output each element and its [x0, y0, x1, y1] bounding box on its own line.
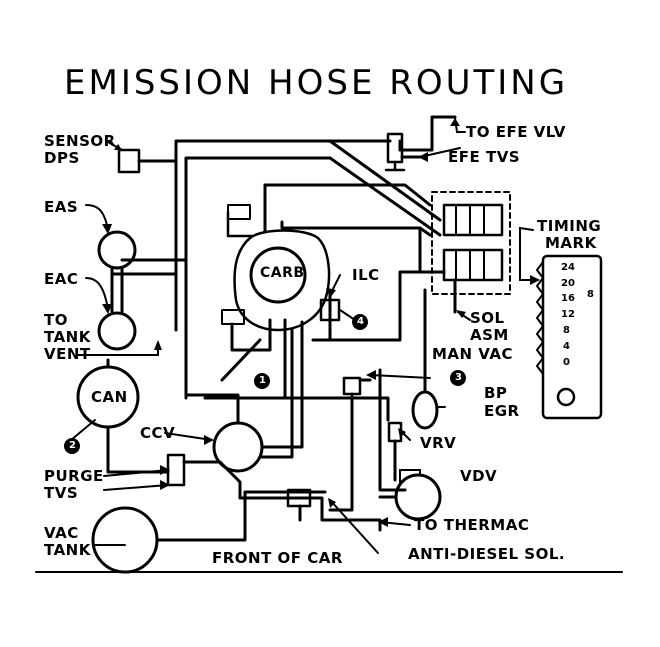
label-sol: SOL: [470, 309, 505, 327]
label-to-tank-vent-3: VENT: [44, 345, 91, 363]
purge-tvs-body: [166, 453, 186, 487]
label-to-thermac: TO THERMAC: [414, 516, 530, 534]
label-eac: EAC: [44, 270, 79, 288]
callout-2: 2: [69, 440, 76, 451]
timing-mark-16: 16: [561, 293, 575, 304]
callout-2-marker: [64, 438, 80, 454]
callout-1-marker: [254, 373, 270, 389]
timing-mark-20: 20: [561, 278, 575, 289]
label-ccv: CCV: [140, 424, 176, 442]
label-egr: EGR: [484, 402, 520, 420]
timing-bolt-hole: [556, 387, 576, 407]
sol-asm-frame: [431, 191, 511, 295]
label-man-vac: MAN VAC: [432, 345, 514, 363]
label-tvs: TVS: [44, 484, 79, 502]
label-eas: EAS: [44, 198, 79, 216]
callout-4-marker: [352, 314, 368, 330]
timing-mark-4: 4: [563, 341, 570, 352]
timing-mark-0: 0: [563, 357, 570, 368]
vdv-valve: [394, 473, 442, 521]
ccv-valve: [212, 421, 264, 473]
man-vac-fitting: [342, 376, 362, 396]
sensor-dps-box: [117, 148, 141, 174]
label-timing: TIMING: [537, 217, 602, 235]
timing-mark-8: 8: [563, 325, 570, 336]
callout-1: 1: [259, 375, 266, 386]
label-bp: BP: [484, 384, 508, 402]
diagram-title: EMISSION HOSE ROUTING: [64, 63, 569, 103]
callout-4: 4: [357, 316, 364, 327]
callout-3: 3: [455, 372, 462, 383]
callout-group: [64, 314, 466, 454]
label-vac: VAC: [44, 524, 79, 542]
eac-valve: [97, 311, 137, 351]
label-to-efe-vlv: TO EFE VLV: [466, 123, 566, 141]
eas-port-fitting: [227, 204, 251, 220]
timing-plate: [541, 254, 603, 420]
label-ilc: ILC: [352, 266, 380, 284]
timing-side-mark: 8: [587, 289, 594, 300]
callout-3-marker: [450, 370, 466, 386]
label-front-of-car: FRONT OF CAR: [212, 549, 343, 567]
eas-valve: [97, 230, 137, 270]
label-dps: DPS: [44, 149, 80, 167]
vac-tank: [91, 506, 159, 574]
label-efe-tvs: EFE TVS: [448, 148, 521, 166]
bp-egr-valve: [411, 390, 439, 430]
label-vdv: VDV: [460, 467, 498, 485]
timing-mark-24: 24: [561, 262, 575, 273]
sol-lower: [442, 248, 504, 282]
timing-mark-12: 12: [561, 309, 575, 320]
label-vrv: VRV: [420, 434, 457, 452]
label-sensor: SENSOR: [44, 132, 116, 150]
label-can: CAN: [91, 388, 128, 406]
sol-upper: [442, 203, 504, 237]
label-asm: ASM: [470, 326, 509, 344]
label-to-tank-vent-1: TO: [44, 311, 68, 329]
carb-body: [249, 246, 307, 304]
label-anti-diesel-sol: ANTI-DIESEL SOL.: [408, 545, 566, 563]
label-carb: CARB: [260, 265, 305, 281]
label-vac-tank: TANK: [44, 541, 91, 559]
label-mark: MARK: [545, 234, 597, 252]
label-to-tank-vent-2: TANK: [44, 328, 91, 346]
label-purge: PURGE: [44, 467, 104, 485]
